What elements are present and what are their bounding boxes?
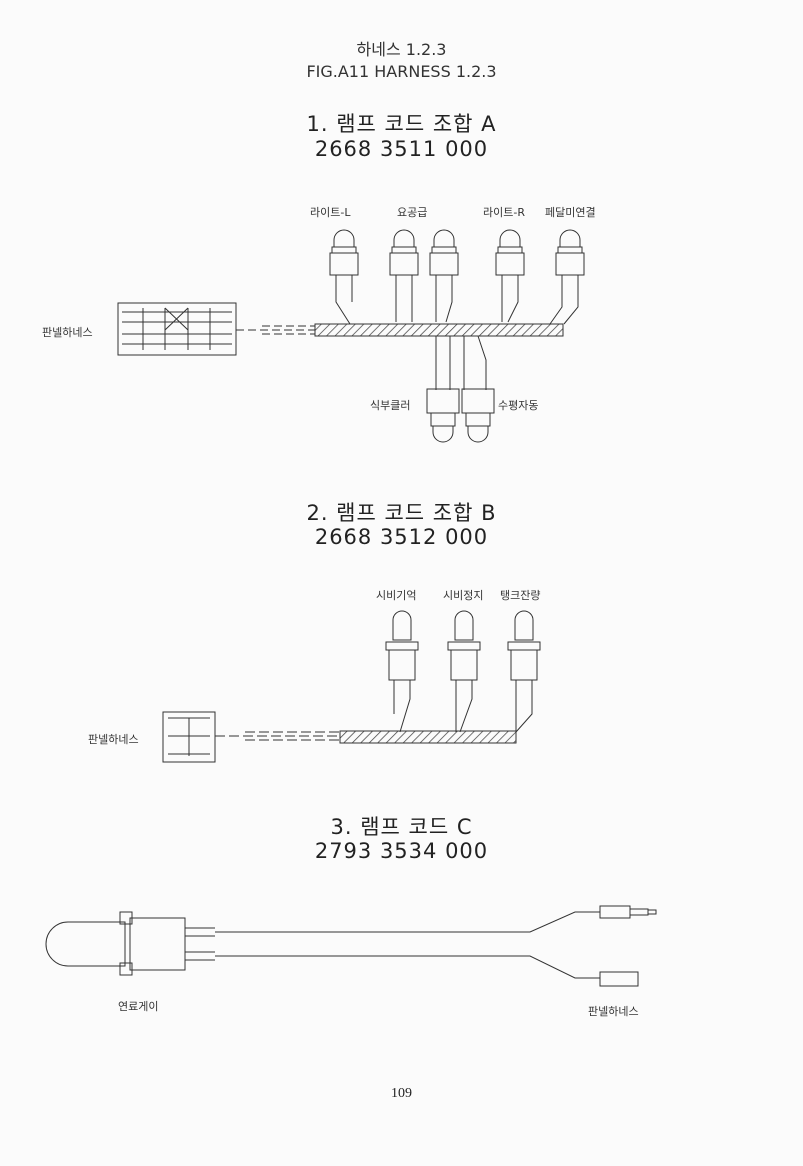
label-auto-level: 수평자동	[498, 399, 539, 412]
label-panel-harness-b: 판넬하네스	[88, 733, 139, 746]
title-english: FIG.A11 HARNESS 1.2.3	[306, 62, 497, 81]
label-panel-harness-c: 판넬하네스	[588, 1005, 639, 1018]
female-terminal	[599, 971, 639, 987]
section-2-part-number: 2668 3512 000	[314, 525, 489, 549]
panel-connector-b	[162, 711, 216, 763]
page-number: 109	[391, 1086, 412, 1101]
label-panel-harness-a: 판넬하네스	[42, 326, 93, 339]
title-korean: 하네스 1.2.3	[356, 40, 447, 59]
section-2-title: 2. 램프 코드 조합 B	[306, 501, 497, 525]
label-planting-clutch: 식부클러	[370, 399, 411, 412]
panel-connector-a	[117, 302, 237, 356]
diagram-b	[162, 610, 541, 763]
male-terminal	[599, 905, 631, 919]
label-supply: 요공급	[397, 206, 428, 219]
diagram-a	[117, 229, 585, 443]
section-3-part-number: 2793 3534 000	[314, 839, 489, 863]
lamp-sockets-top-a	[329, 229, 585, 325]
label-light-r: 라이트-R	[483, 206, 525, 219]
section-1-title: 1. 램프 코드 조합 A	[306, 112, 497, 136]
label-fert-memory: 시비기억	[376, 589, 417, 602]
lamp-sockets-bottom-a	[426, 335, 495, 443]
label-light-l: 라이트-L	[310, 206, 351, 219]
lamp-sockets-b	[385, 610, 541, 733]
label-pedal: 페달미연결	[545, 206, 596, 219]
section-1-part-number: 2668 3511 000	[314, 137, 489, 161]
fuel-gauge-lamp	[45, 921, 126, 967]
diagram-c	[45, 905, 657, 987]
label-fuel-gauge: 연료게이	[118, 1000, 159, 1013]
label-tank-level: 탱크잔량	[500, 589, 541, 602]
harness-trunk-b	[339, 730, 517, 744]
section-3-title: 3. 램프 코드 C	[330, 815, 473, 839]
harness-trunk-a	[314, 323, 564, 337]
label-fert-stop: 시비정지	[443, 589, 484, 602]
